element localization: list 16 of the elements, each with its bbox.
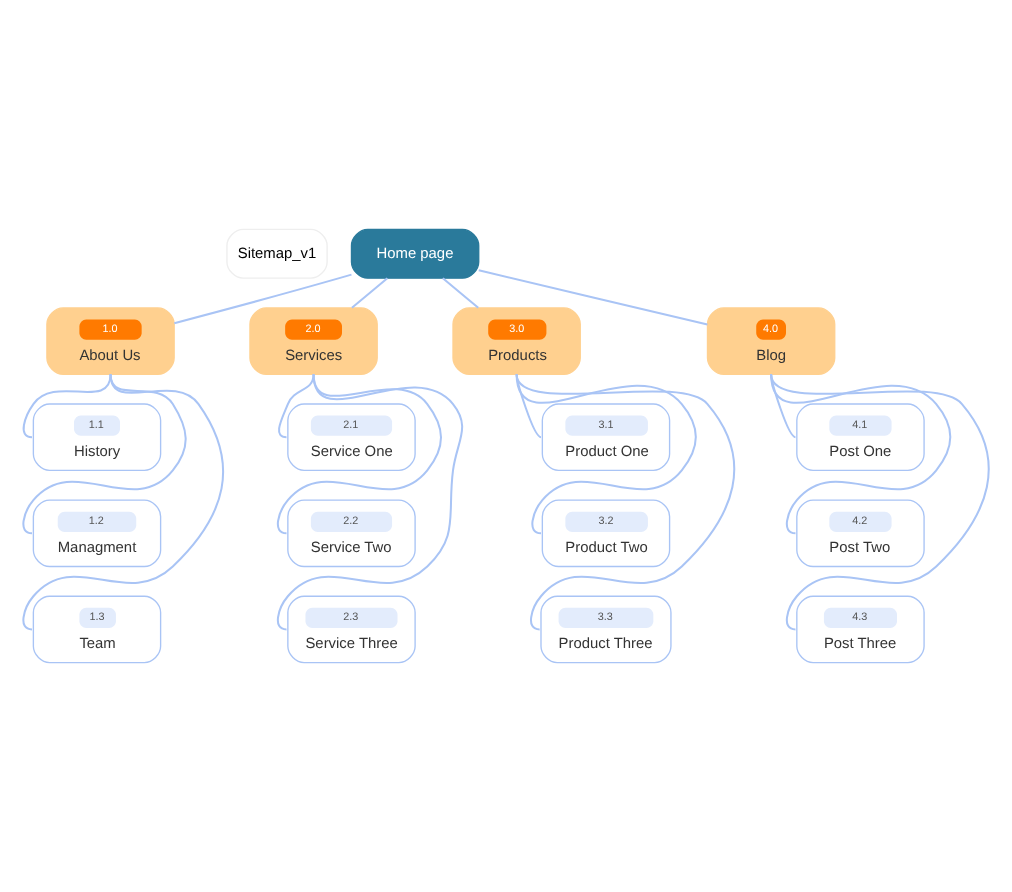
connector bbox=[515, 373, 736, 631]
connector bbox=[22, 374, 187, 535]
connector bbox=[442, 277, 479, 309]
connector bbox=[277, 374, 442, 535]
label: Sitemap_v1 bbox=[237, 243, 317, 262]
connector bbox=[478, 269, 708, 326]
connector bbox=[22, 374, 112, 439]
connector bbox=[351, 277, 388, 309]
node-box: Home page bbox=[350, 228, 480, 279]
connector bbox=[770, 373, 990, 631]
connector bbox=[278, 374, 315, 439]
connector bbox=[515, 374, 697, 535]
connector bbox=[22, 374, 224, 631]
connector bbox=[770, 374, 952, 535]
connector bbox=[277, 374, 464, 631]
connector bbox=[174, 273, 352, 325]
